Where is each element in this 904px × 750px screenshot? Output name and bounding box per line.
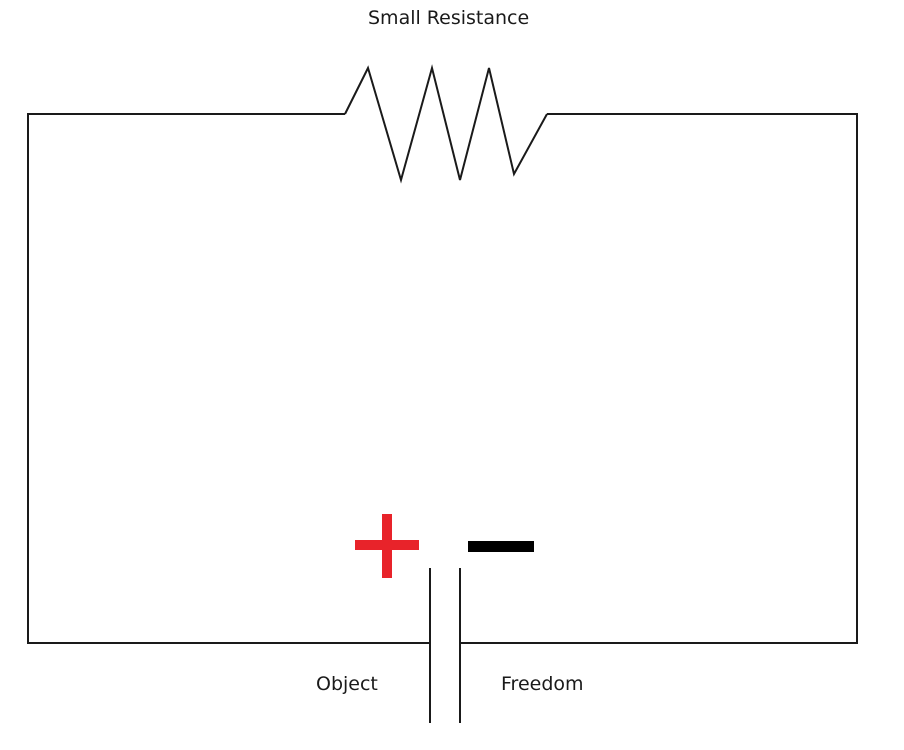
minus-sign bbox=[468, 541, 534, 552]
left-plate-label: Object bbox=[316, 673, 378, 695]
plus-sign-vertical bbox=[382, 514, 392, 578]
resistor-label: Small Resistance bbox=[368, 7, 530, 29]
right-plate-label: Freedom bbox=[501, 673, 584, 695]
wire-right bbox=[460, 113, 858, 644]
plus-sign bbox=[355, 514, 419, 578]
resistor bbox=[344, 64, 548, 184]
wire-left bbox=[27, 113, 430, 644]
